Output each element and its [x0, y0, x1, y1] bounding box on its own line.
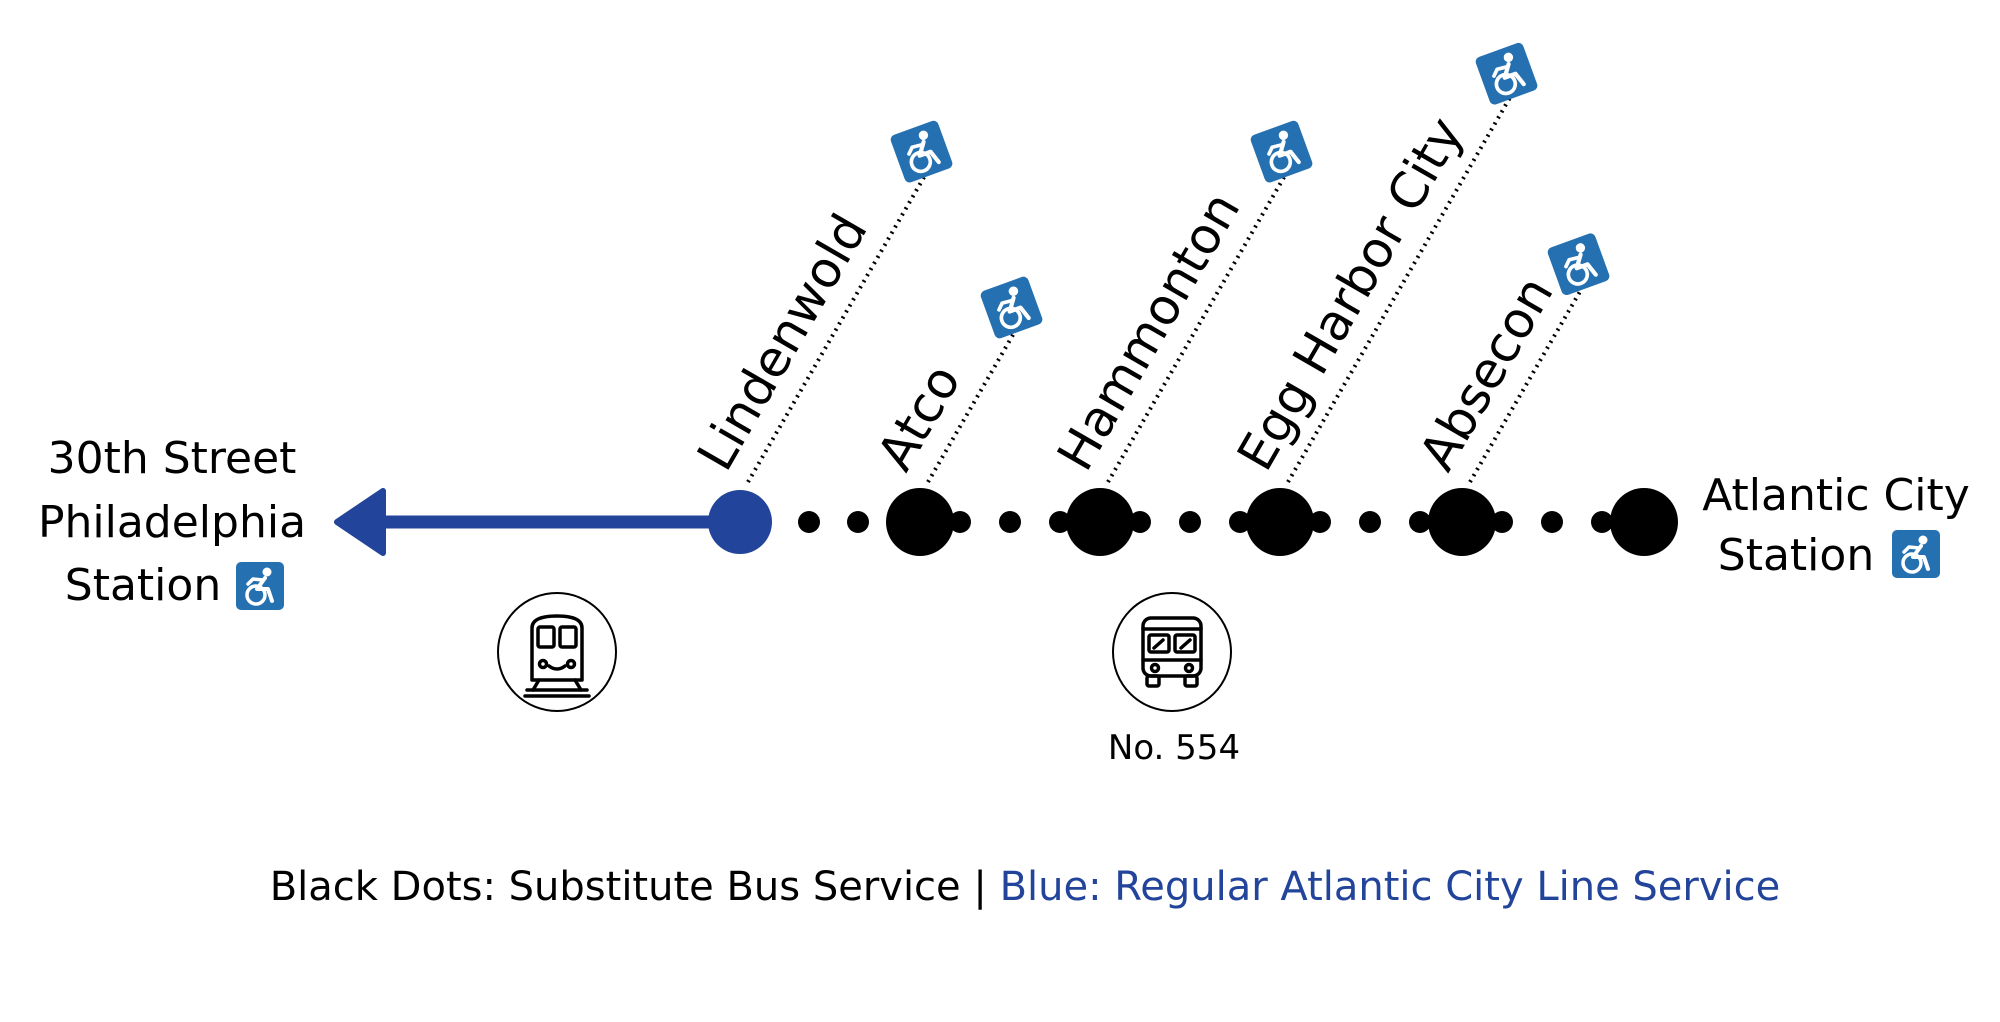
stop-node: [1428, 488, 1496, 556]
connector-dot: [1049, 511, 1071, 533]
destination-station-label: Atlantic City Station: [1702, 470, 1970, 581]
bus-badge: [1112, 592, 1232, 712]
stop-name-label: Hammonton: [1046, 183, 1251, 480]
legend-black-text: Black Dots: Substitute Bus Service |: [270, 864, 1000, 910]
wheelchair-accessible-icon: [1546, 232, 1611, 297]
stop-leader-line: [1106, 151, 1300, 484]
connector-dot: [999, 511, 1021, 533]
stop-node-atlantic-city: [1610, 488, 1678, 556]
stop-egg-harbor-city: Egg Harbor City: [1226, 41, 1539, 556]
connector-dot: [1359, 511, 1381, 533]
stop-leader-line: [746, 151, 940, 484]
stop-node: [1246, 488, 1314, 556]
connector-dot: [1309, 511, 1331, 533]
stop-absecon: Absecon: [1408, 232, 1611, 556]
arrow-left-icon: [334, 488, 386, 556]
connector-dot: [847, 511, 869, 533]
stop-name-label: Lindenwold: [686, 204, 879, 480]
train-icon: [523, 614, 591, 698]
connector-dot: [1591, 511, 1613, 533]
connector-dot: [798, 511, 820, 533]
connector-dot: [949, 511, 971, 533]
wheelchair-accessible-icon: [979, 275, 1044, 340]
wheelchair-accessible-icon: [234, 560, 286, 612]
connector-dot: [1491, 511, 1513, 533]
stop-name-label: Atco: [866, 355, 972, 480]
origin-line-1: 30th Street: [48, 433, 297, 484]
wheelchair-accessible-icon: [1890, 528, 1942, 580]
bus-connector-dots: [798, 511, 1613, 533]
connector-dot: [1129, 511, 1151, 533]
bus-icon: [1141, 616, 1203, 688]
wheelchair-accessible-icon: [1249, 119, 1314, 184]
stop-node: [886, 488, 954, 556]
wheelchair-accessible-icon: [889, 119, 954, 184]
destination-line-2: Station: [1718, 530, 1874, 581]
stop-name-label: Absecon: [1408, 267, 1564, 480]
stop-leader-line: [926, 307, 1030, 484]
wheelchair-accessible-icon: [1474, 41, 1539, 106]
legend-blue-text: Blue: Regular Atlantic City Line Service: [1000, 864, 1781, 910]
origin-station-label: 30th Street Philadelphia Station: [38, 433, 306, 612]
origin-line-3: Station: [65, 560, 221, 611]
bus-route-label: No. 554: [1108, 728, 1240, 768]
origin-line-2: Philadelphia: [38, 497, 306, 548]
legend: Black Dots: Substitute Bus Service | Blu…: [270, 864, 1781, 910]
connector-dot: [1409, 511, 1431, 533]
train-badge: [497, 592, 617, 712]
connector-dot: [1541, 511, 1563, 533]
connector-dot: [1179, 511, 1201, 533]
connector-dot: [1229, 511, 1251, 533]
regular-rail-line: [334, 488, 747, 556]
stop-leader-line: [1286, 73, 1525, 484]
stop-node: [708, 490, 772, 554]
destination-line-1: Atlantic City: [1702, 470, 1970, 521]
stop-node: [1066, 488, 1134, 556]
